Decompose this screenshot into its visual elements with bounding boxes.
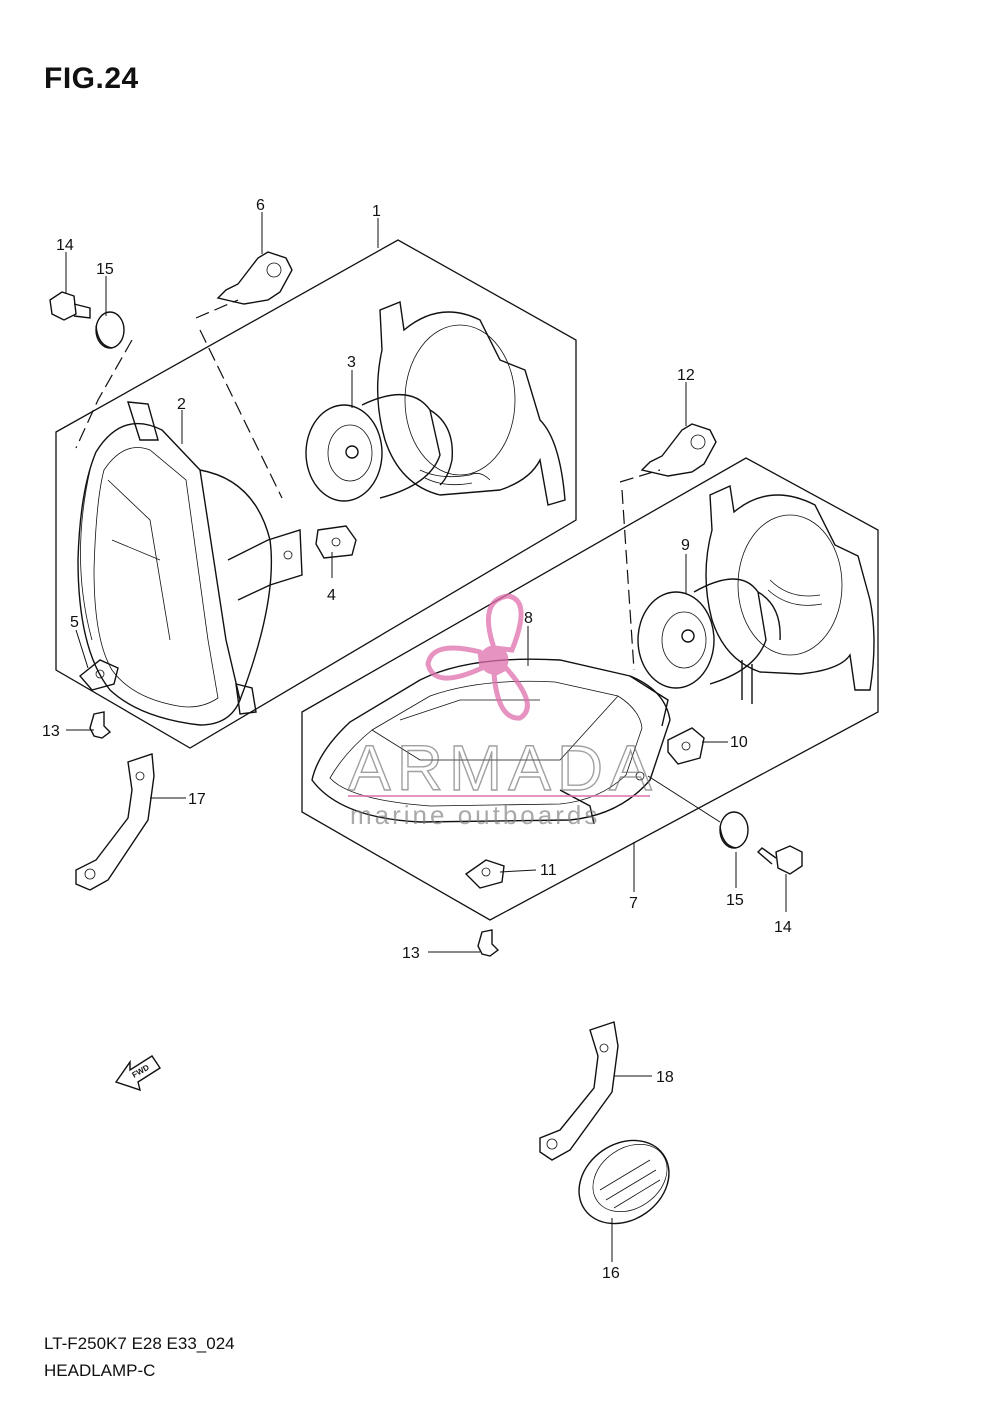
- bulb-right: [640, 423, 717, 477]
- reflector-16: [578, 1139, 670, 1225]
- nut-10: [667, 727, 705, 765]
- callout-17: 17: [188, 791, 206, 808]
- callout-3: 3: [347, 354, 356, 371]
- callout-8: 8: [524, 610, 533, 627]
- callout-2: 2: [177, 396, 186, 413]
- callout-7: 7: [629, 895, 638, 912]
- callout-11: 11: [540, 862, 557, 879]
- bulb-socket-left: [305, 394, 454, 502]
- headlamp-housing-left: [77, 401, 303, 726]
- footer: LT-F250K7 E28 E33_024 HEADLAMP-C: [44, 1330, 235, 1384]
- callout-12: 12: [677, 367, 695, 384]
- model-code: LT-F250K7 E28 E33_024: [44, 1334, 235, 1353]
- grommet-15-right: [719, 811, 749, 849]
- bolt-14-right: [756, 845, 803, 875]
- watermark-tagline: marine outboards: [350, 800, 600, 830]
- figure-title: FIG.24: [44, 62, 139, 95]
- section-name: HEADLAMP-C: [44, 1361, 156, 1380]
- bracket-17: [75, 753, 155, 891]
- watermark: ARMADA marine outboards: [347, 593, 658, 830]
- callout-4: 4: [327, 587, 336, 604]
- bulb-socket-right: [637, 578, 781, 689]
- callout-14-right: 14: [774, 919, 792, 936]
- dust-cover-right: [705, 484, 875, 704]
- callout-5: 5: [70, 614, 79, 631]
- watermark-brand: ARMADA: [348, 732, 658, 804]
- nut-11: [464, 859, 505, 889]
- callout-14-left: 14: [56, 237, 74, 254]
- dust-cover-left: [376, 301, 566, 506]
- assembly-frame-right: [301, 457, 879, 921]
- nut-4: [315, 525, 357, 559]
- callout-16: 16: [602, 1265, 620, 1282]
- screw-13-left: [89, 711, 112, 739]
- callout-labels: 1 2 3 4 5 6 7 8 9 10 11 12 13 13 14 14 1…: [42, 197, 792, 1282]
- propeller-logo-icon: [425, 593, 530, 721]
- callout-6: 6: [256, 197, 265, 214]
- fwd-direction-arrow: FWD: [114, 1055, 161, 1092]
- callout-1: 1: [372, 203, 381, 220]
- callout-18: 18: [656, 1069, 674, 1086]
- grommet-15-left: [95, 311, 125, 349]
- callout-15-right: 15: [726, 892, 744, 909]
- assembly-frame-left: [55, 239, 577, 749]
- callout-9: 9: [681, 537, 690, 554]
- bracket-18: [539, 1021, 619, 1161]
- callout-10: 10: [730, 734, 748, 751]
- callout-15-left: 15: [96, 261, 114, 278]
- bolt-14-left: [49, 291, 91, 321]
- callout-13-right: 13: [402, 945, 420, 962]
- screw-13-right: [477, 929, 500, 957]
- callout-13-left: 13: [42, 723, 60, 740]
- bulb-left: [216, 251, 293, 305]
- nut-5: [78, 659, 119, 691]
